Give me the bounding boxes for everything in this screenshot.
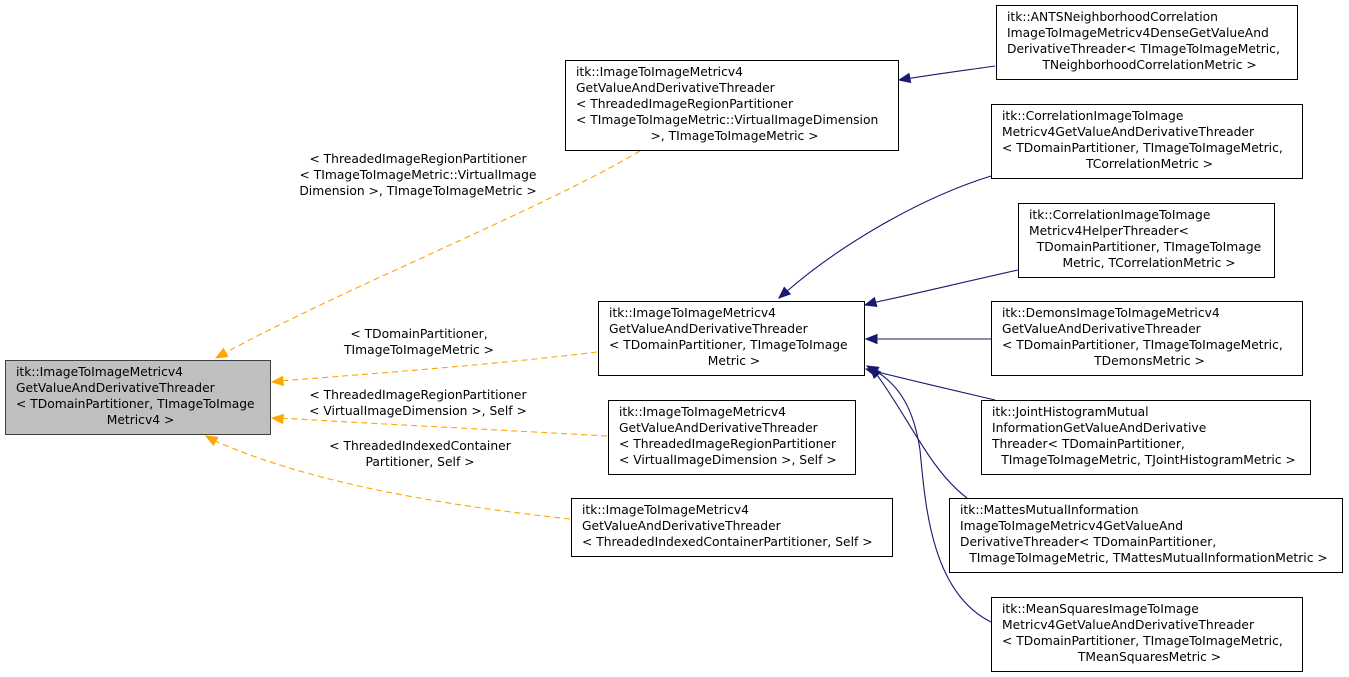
node-line: TMeanSquaresMetric >	[1077, 650, 1222, 664]
node-correlation-helper[interactable]: itk::CorrelationImageToImage Metricv4Hel…	[1018, 203, 1275, 278]
node-line: DerivativeThreader< TImageToImageMetric,	[1007, 42, 1280, 56]
node-line: Metricv4 >	[106, 413, 175, 427]
node-mean-squares[interactable]: itk::MeanSquaresImageToImage Metricv4Get…	[991, 597, 1303, 672]
edge-label-line: < TImageToImageMetric::VirtualImage	[299, 168, 537, 182]
edge-mean-squares	[873, 369, 992, 623]
node-line: GetValueAndDerivativeThreader	[16, 381, 215, 395]
node-line: itk::ImageToImageMetricv4	[16, 365, 183, 379]
node-line: GetValueAndDerivativeThreader	[576, 81, 775, 95]
node-line: DerivativeThreader< TDomainPartitioner,	[960, 535, 1217, 549]
node-line: < ThreadedImageRegionPartitioner	[576, 97, 794, 111]
node-indexed-self[interactable]: itk::ImageToImageMetricv4 GetValueAndDer…	[571, 498, 893, 557]
node-line: GetValueAndDerivativeThreader	[619, 421, 818, 435]
node-line: >, TImageToImageMetric >	[650, 129, 819, 143]
edge-label-domain-partitioner: < TDomainPartitioner, TImageToImageMetri…	[344, 326, 494, 358]
node-line: itk::ImageToImageMetricv4	[619, 405, 786, 419]
edge-label-line: < VirtualImageDimension >, Self >	[309, 404, 527, 418]
node-line: itk::CorrelationImageToImage	[1029, 208, 1211, 222]
node-line: < TDomainPartitioner, TImageToImage	[16, 397, 255, 411]
node-line: TDomainPartitioner, TImageToImage	[1036, 240, 1262, 254]
node-line: < TDomainPartitioner, TImageToImageMetri…	[1002, 338, 1283, 352]
node-line: itk::MattesMutualInformation	[960, 503, 1139, 517]
node-line: Metricv4HelperThreader<	[1029, 224, 1189, 238]
node-root-class[interactable]: itk::ImageToImageMetricv4 GetValueAndDer…	[5, 360, 271, 435]
node-line: Metricv4GetValueAndDerivativeThreader	[1002, 125, 1255, 139]
edge-ants-arrowhead	[897, 72, 912, 84]
node-line: GetValueAndDerivativeThreader	[609, 322, 808, 336]
node-line: ImageToImageMetricv4GetValueAnd	[960, 519, 1183, 533]
node-line: itk::ANTSNeighborhoodCorrelation	[1007, 10, 1218, 24]
edge-label-indexed-self: < ThreadedIndexedContainer Partitioner, …	[329, 438, 511, 470]
node-ants-neighborhood-correlation[interactable]: itk::ANTSNeighborhoodCorrelation ImageTo…	[996, 5, 1298, 80]
edge-region-self-arrowhead	[270, 413, 284, 425]
node-line: Metric, TCorrelationMetric >	[1062, 256, 1236, 270]
edge-label-line: Dimension >, TImageToImageMetric >	[299, 184, 537, 198]
node-line: TImageToImageMetric, TJointHistogramMetr…	[1001, 453, 1296, 467]
node-line: < TDomainPartitioner, TImageToImageMetri…	[1002, 634, 1283, 648]
edge-mean-squares-arrowhead	[865, 365, 880, 377]
node-line: ImageToImageMetricv4DenseGetValueAnd	[1007, 26, 1269, 40]
node-line: TDemonsMetric >	[1094, 354, 1205, 368]
node-line: itk::CorrelationImageToImage	[1002, 109, 1184, 123]
node-line: itk::ImageToImageMetricv4	[576, 65, 743, 79]
node-line: itk::JointHistogramMutual	[992, 405, 1149, 419]
edge-virtual-image-dimension	[224, 150, 641, 354]
node-line: itk::ImageToImageMetricv4	[609, 306, 776, 320]
node-line: TCorrelationMetric >	[1085, 157, 1214, 171]
edge-label-line: TImageToImageMetric >	[344, 343, 494, 357]
edge-label-region-self: < ThreadedImageRegionPartitioner < Virtu…	[309, 387, 527, 419]
edge-label-line: < ThreadedImageRegionPartitioner	[309, 152, 527, 166]
edge-label-line: < TDomainPartitioner,	[350, 327, 488, 341]
node-line: Metricv4GetValueAndDerivativeThreader	[1002, 618, 1255, 632]
edge-domain-partitioner	[278, 351, 598, 382]
edge-label-line: < ThreadedImageRegionPartitioner	[309, 388, 527, 402]
node-line: itk::MeanSquaresImageToImage	[1002, 602, 1199, 616]
edge-correlation-helper-arrowhead	[863, 296, 878, 308]
node-region-self[interactable]: itk::ImageToImageMetricv4 GetValueAndDer…	[608, 400, 856, 475]
node-line: TImageToImageMetric, TMattesMutualInform…	[969, 551, 1328, 565]
edge-label-line: < ThreadedIndexedContainer	[329, 439, 511, 453]
node-line: GetValueAndDerivativeThreader	[582, 519, 781, 533]
node-correlation-dense[interactable]: itk::CorrelationImageToImage Metricv4Get…	[991, 104, 1303, 179]
node-line: < VirtualImageDimension >, Self >	[619, 453, 837, 467]
node-domain-partitioner[interactable]: itk::ImageToImageMetricv4 GetValueAndDer…	[598, 301, 865, 376]
node-line: Threader< TDomainPartitioner,	[992, 437, 1185, 451]
node-line: < ThreadedImageRegionPartitioner	[619, 437, 837, 451]
node-line: < TImageToImageMetric::VirtualImageDimen…	[576, 113, 879, 127]
node-line: InformationGetValueAndDerivative	[992, 421, 1207, 435]
node-line: Metric >	[707, 354, 761, 368]
edge-demons-arrowhead	[864, 333, 878, 345]
edge-domain-partitioner-arrowhead	[270, 375, 284, 387]
node-line: itk::ImageToImageMetricv4	[582, 503, 749, 517]
edge-correlation-helper	[871, 269, 1019, 304]
node-mattes-mutual-information[interactable]: itk::MattesMutualInformation ImageToImag…	[949, 498, 1343, 573]
node-joint-histogram[interactable]: itk::JointHistogramMutual InformationGet…	[981, 400, 1311, 475]
edge-joint-histogram	[872, 370, 996, 401]
node-line: GetValueAndDerivativeThreader	[1002, 322, 1201, 336]
edge-mattes	[876, 374, 968, 499]
node-line: itk::DemonsImageToImageMetricv4	[1002, 306, 1220, 320]
node-line: < TDomainPartitioner, TImageToImageMetri…	[1002, 141, 1283, 155]
edge-correlation-dense	[785, 175, 992, 293]
edge-indexed-self-arrowhead	[204, 435, 219, 447]
node-demons[interactable]: itk::DemonsImageToImageMetricv4 GetValue…	[991, 301, 1303, 376]
node-virtual-image-dimension[interactable]: itk::ImageToImageMetricv4 GetValueAndDer…	[565, 60, 899, 151]
node-line: < ThreadedIndexedContainerPartitioner, S…	[582, 535, 873, 549]
edge-correlation-dense-arrowhead	[778, 286, 792, 299]
node-line: < TDomainPartitioner, TImageToImage	[609, 338, 848, 352]
edge-label-virtual-image-dimension: < ThreadedImageRegionPartitioner < TImag…	[299, 151, 536, 199]
edge-indexed-self	[212, 439, 571, 520]
edge-region-self	[278, 417, 608, 437]
edge-virtual-image-dimension-arrowhead	[214, 347, 229, 359]
edge-label-line: Partitioner, Self >	[365, 455, 475, 469]
edge-ants	[905, 65, 996, 80]
node-line: TNeighborhoodCorrelationMetric >	[1042, 58, 1257, 72]
